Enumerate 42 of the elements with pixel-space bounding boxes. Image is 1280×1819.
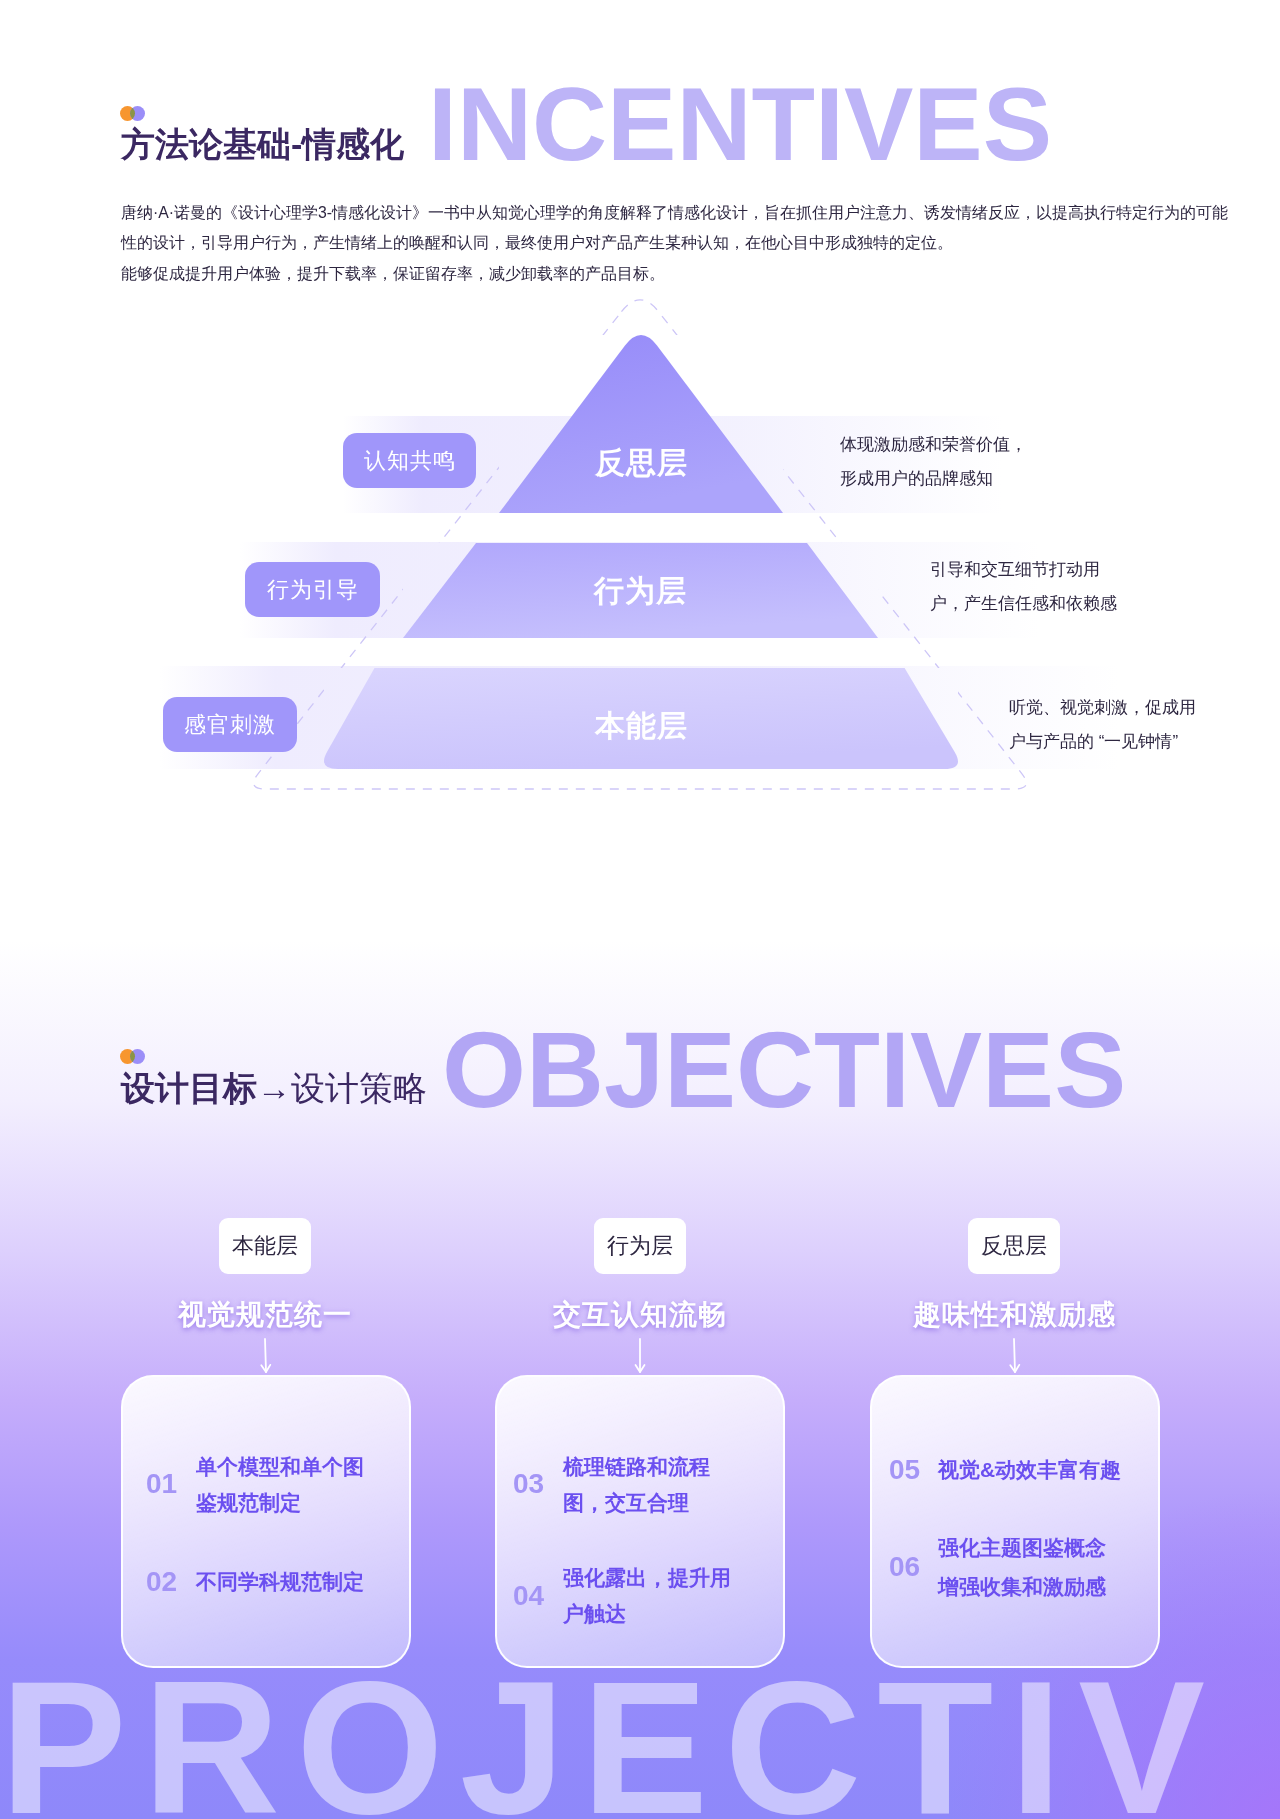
- pyramid-layer: [499, 335, 783, 513]
- item-number: 04: [513, 1579, 545, 1613]
- column-heading: 交互认知流畅: [510, 1294, 770, 1336]
- strategy-card: [121, 1375, 411, 1668]
- keyword-pill: 行为引导: [245, 562, 380, 617]
- item-text: 视觉&动效丰富有趣: [938, 1457, 1123, 1483]
- description-text: 听觉、视觉刺激，促成用户与产品的 “一见钟情”: [1009, 697, 1197, 753]
- background-word: PROJECTIV: [0, 1676, 1222, 1819]
- section-title: 方法论基础-情感化: [121, 124, 405, 164]
- description-text: 引导和交互细节打动用户，产生信任感和依赖感: [930, 559, 1118, 615]
- keyword-pill: 认知共鸣: [343, 433, 476, 488]
- item-number: 06: [889, 1550, 921, 1584]
- layer-tag: 行为层: [594, 1218, 686, 1274]
- item-text: 强化主题图鉴概念增强收集和激励感: [938, 1535, 1107, 1600]
- item-number: 01: [146, 1467, 178, 1501]
- keyword-pill: 感官刺激: [163, 697, 297, 752]
- paragraph: 唐纳·A·诺曼的《设计心理学3-情感化设计》一书中从知觉心理学的角度解释了情感化设计，旨在抓住用户注意力、诱发情绪反应，以提高执行特定行为的可能性的设计，引导用户行为，产生情绪上的唤醒和认同，最终使用户对产品产生某种认知，在他心目中形成独特的定位。: [121, 203, 1230, 253]
- item-number: 05: [889, 1453, 921, 1487]
- strategy-card: [495, 1375, 785, 1668]
- column-heading: 视觉规范统一: [135, 1294, 395, 1336]
- background-word: OBJECTIVES: [442, 1016, 1128, 1124]
- layer-tag: 反思层: [968, 1218, 1060, 1274]
- item-number: 02: [146, 1565, 178, 1599]
- layer-title: 反思层: [594, 445, 688, 481]
- item-number: 03: [513, 1467, 545, 1501]
- column-heading: 趣味性和激励感: [884, 1294, 1144, 1336]
- strategy-card: [870, 1375, 1160, 1668]
- pyramid-layer: [324, 668, 958, 769]
- layer-title: 行为层: [594, 573, 687, 609]
- section-heading: 设计目标→设计策略: [121, 1068, 427, 1108]
- item-text: 单个模型和单个图鉴规范制定: [196, 1454, 365, 1516]
- arrow: [1009, 1338, 1021, 1373]
- pyramid-layer: [403, 543, 878, 638]
- arrow: [634, 1338, 646, 1373]
- background-word: INCENTIVES: [428, 72, 1054, 176]
- paragraph: 能够促成提升用户体验，提升下载率，保证留存率，减少卸载率的产品目标。: [121, 264, 666, 284]
- arrow: [260, 1338, 272, 1373]
- item-text: 梳理链路和流程图，交互合理: [563, 1454, 711, 1516]
- layer-tag: 本能层: [219, 1218, 311, 1274]
- item-text: 不同学科规范制定: [196, 1569, 365, 1595]
- description-text: 体现激励感和荣誉价值，形成用户的品牌感知: [840, 434, 1028, 490]
- item-text: 强化露出，提升用户触达: [563, 1565, 732, 1627]
